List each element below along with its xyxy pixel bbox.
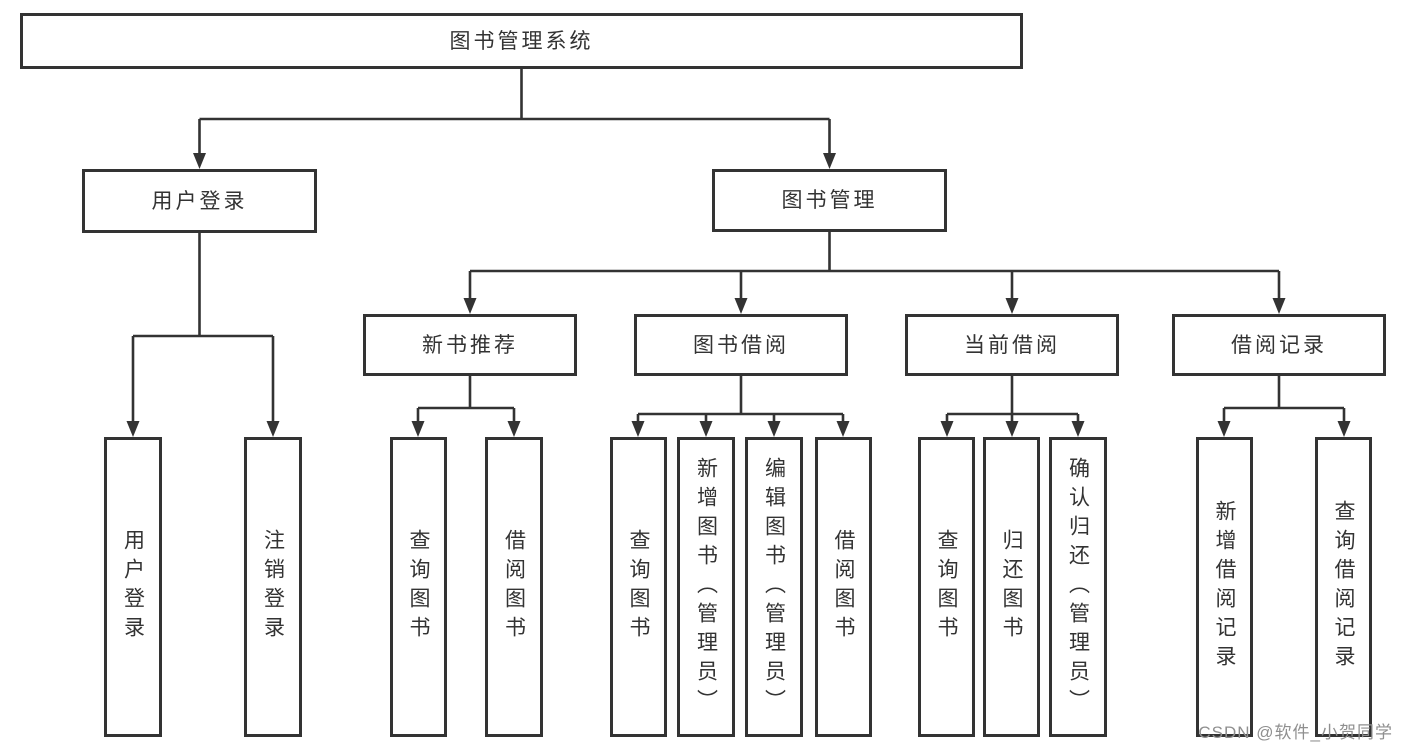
- connector-new-book-recommend-to-leaves: [416, 376, 516, 424]
- arrow-leaf-confirm-return-admin: [1071, 421, 1085, 437]
- leaf-user-login: 用户登录: [104, 437, 162, 737]
- node-borrow-records: 借阅记录: [1172, 314, 1386, 376]
- leaf-logout-label: 注销登录: [261, 529, 285, 645]
- arrow-leaf-add-book-admin: [699, 421, 713, 437]
- arrow-leaf-user-login: [126, 421, 140, 437]
- arrow-leaf-logout: [266, 421, 280, 437]
- leaf-edit-book-admin: 编辑图书（管理员）: [745, 437, 803, 737]
- leaf-add-borrow-record: 新增借阅记录: [1196, 437, 1253, 737]
- node-book-management-label: 图书管理: [781, 189, 878, 212]
- connector-current-borrow-to-leaves: [945, 376, 1080, 424]
- arrow-book-management: [823, 153, 836, 169]
- leaf-query-books-current-label: 查询图书: [935, 529, 958, 645]
- node-library-system: 图书管理系统: [20, 13, 1023, 69]
- connector-borrow-records-to-leaves: [1222, 376, 1346, 424]
- arrow-leaf-query-books-recommend: [411, 421, 425, 437]
- connector-user-login-to-leaves: [131, 233, 275, 424]
- arrow-leaf-borrow-books-recommend: [507, 421, 521, 437]
- node-book-management: 图书管理: [712, 169, 947, 232]
- arrow-user-login: [193, 153, 206, 169]
- arrow-borrow-records: [1272, 298, 1286, 314]
- arrow-leaf-query-books-borrow: [631, 421, 645, 437]
- node-user-login-label: 用户登录: [151, 189, 248, 213]
- leaf-query-borrow-record-label: 查询借阅记录: [1332, 500, 1355, 674]
- arrow-book-borrow: [734, 298, 748, 314]
- node-new-book-recommend: 新书推荐: [363, 314, 577, 376]
- leaf-borrow-books-label: 借阅图书: [832, 529, 855, 645]
- leaf-query-borrow-record: 查询借阅记录: [1315, 437, 1372, 737]
- leaf-confirm-return-admin: 确认归还（管理员）: [1049, 437, 1107, 737]
- leaf-borrow-books-recommend-label: 借阅图书: [502, 529, 526, 645]
- arrow-leaf-return-book: [1005, 421, 1019, 437]
- node-book-borrow-label: 图书借阅: [693, 333, 789, 357]
- arrow-leaf-add-borrow-record: [1217, 421, 1231, 437]
- leaf-query-books-current: 查询图书: [918, 437, 975, 737]
- arrow-new-book-recommend: [463, 298, 477, 314]
- leaf-add-book-admin: 新增图书（管理员）: [677, 437, 735, 737]
- leaf-add-book-admin-label: 新增图书（管理员）: [694, 456, 718, 718]
- arrow-leaf-borrow-books: [836, 421, 850, 437]
- node-user-login: 用户登录: [82, 169, 317, 233]
- csdn-watermark: CSDN @软件_小贺同学: [1198, 723, 1393, 742]
- connector-root-to-level2: [198, 69, 831, 156]
- leaf-add-borrow-record-label: 新增借阅记录: [1213, 500, 1236, 674]
- leaf-return-book-label: 归还图书: [1000, 529, 1023, 645]
- arrow-current-borrow: [1005, 298, 1019, 314]
- leaf-edit-book-admin-label: 编辑图书（管理员）: [762, 456, 786, 718]
- node-new-book-recommend-label: 新书推荐: [422, 333, 518, 357]
- leaf-logout: 注销登录: [244, 437, 302, 737]
- arrowheads: [126, 153, 1351, 437]
- leaf-return-book: 归还图书: [983, 437, 1040, 737]
- leaf-confirm-return-admin-label: 确认归还（管理员）: [1066, 456, 1090, 718]
- leaf-user-login-label: 用户登录: [121, 529, 145, 645]
- node-library-system-label: 图书管理系统: [449, 29, 594, 53]
- connector-book-borrow-to-leaves: [636, 376, 845, 424]
- node-current-borrow-label: 当前借阅: [964, 333, 1060, 357]
- leaf-query-books-borrow-label: 查询图书: [627, 529, 650, 645]
- arrow-leaf-query-borrow-record: [1337, 421, 1351, 437]
- leaf-borrow-books-recommend: 借阅图书: [485, 437, 543, 737]
- arrow-leaf-edit-book-admin: [767, 421, 781, 437]
- node-book-borrow: 图书借阅: [634, 314, 848, 376]
- leaf-query-books-recommend-label: 查询图书: [407, 529, 430, 645]
- connector-book-management-to-level3: [468, 232, 1281, 301]
- leaf-query-books-recommend: 查询图书: [390, 437, 447, 737]
- arrow-leaf-query-books-current: [940, 421, 954, 437]
- leaf-borrow-books: 借阅图书: [815, 437, 872, 737]
- node-borrow-records-label: 借阅记录: [1231, 333, 1327, 357]
- leaf-query-books-borrow: 查询图书: [610, 437, 667, 737]
- node-current-borrow: 当前借阅: [905, 314, 1119, 376]
